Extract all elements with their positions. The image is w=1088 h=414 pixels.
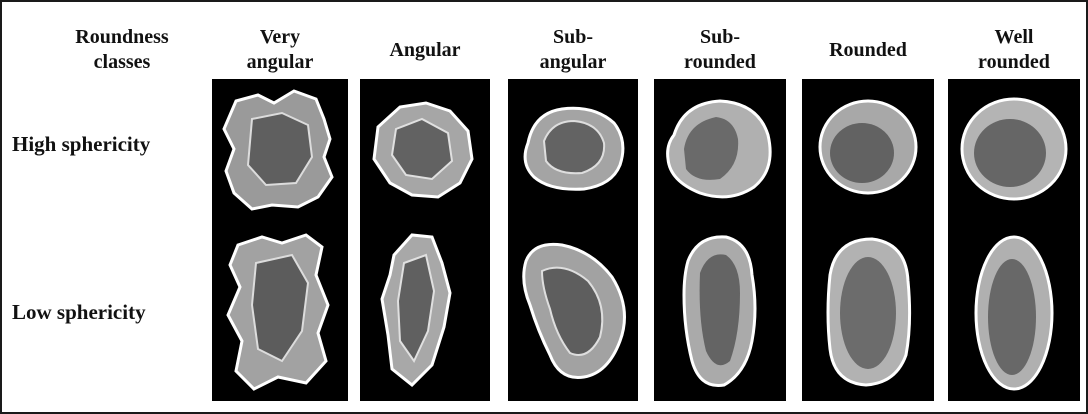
panel-well-rounded [948,79,1080,401]
panel-sub-angular [508,79,638,401]
column-header-sub-rounded: Sub- rounded [654,20,786,80]
grain-rounded-low-sphericity-shade [840,257,896,369]
grain-images-very-angular [212,79,348,401]
column-header-angular: Angular [360,20,490,80]
grain-images-sub-angular [508,79,638,401]
grain-well-rounded-high-sphericity-shade [974,119,1046,187]
column-header-very-angular: Very angular [212,20,348,80]
panel-angular [360,79,490,401]
grain-images-angular [360,79,490,401]
row-label-low-sphericity: Low sphericity [12,300,202,324]
panel-sub-rounded [654,79,786,401]
grain-sub-angular-high-sphericity-facet [544,121,604,173]
column-header-well-rounded: Well rounded [948,20,1080,80]
grain-images-sub-rounded [654,79,786,401]
column-header-sub-angular: Sub- angular [508,20,638,80]
corner-label: Roundness classes [75,25,168,75]
grain-rounded-high-sphericity-shade [830,123,894,183]
panel-rounded [802,79,934,401]
panel-very-angular [212,79,348,401]
column-header-rounded: Rounded [802,20,934,80]
grain-very-angular-high-sphericity-facet [248,113,312,185]
header-roundness-classes: Roundness classes [42,20,202,80]
grain-images-well-rounded [948,79,1080,401]
row-label-high-sphericity: High sphericity [12,132,202,156]
grain-images-rounded [802,79,934,401]
grain-well-rounded-low-sphericity-shade [988,259,1036,375]
